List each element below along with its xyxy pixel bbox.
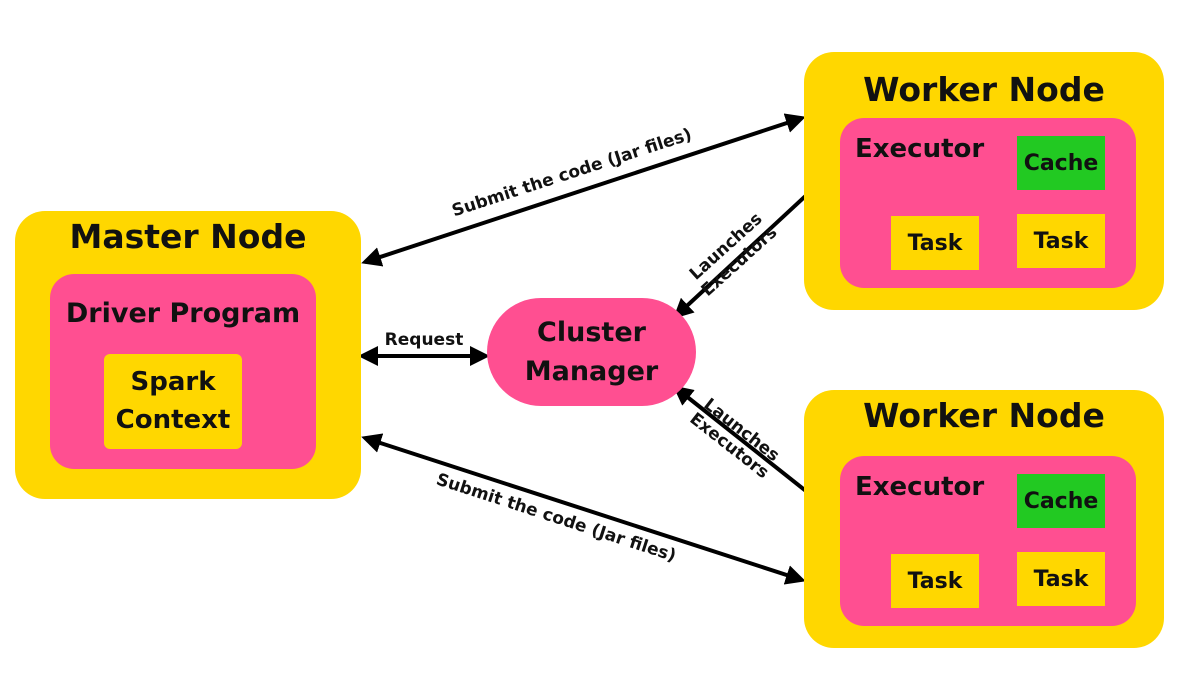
submit-bottom-arrow	[361, 433, 806, 585]
task-label: Task	[907, 568, 963, 594]
spark-context-line2: Context	[115, 404, 231, 435]
request-text: Request	[384, 330, 464, 350]
submit-top-arrow	[361, 113, 806, 267]
cluster-manager: Cluster Manager	[487, 298, 696, 406]
cluster-manager-line2: Manager	[524, 356, 659, 387]
task-label: Task	[1033, 228, 1089, 254]
cluster-manager-line1: Cluster	[537, 316, 646, 348]
task-box: Task	[1017, 552, 1105, 606]
executor-label: Executor	[855, 134, 985, 164]
spark-context-line1: Spark	[130, 366, 216, 397]
spark-context: Spark Context	[104, 354, 242, 449]
executor-label: Executor	[855, 472, 985, 502]
task-box: Task	[891, 216, 979, 270]
task-label: Task	[907, 230, 963, 256]
master-node: Master Node Driver Program Spark Context	[15, 211, 361, 499]
worker-node-bottom: Worker Node Executor Cache Task Task	[804, 390, 1164, 648]
worker-node-top: Worker Node Executor Cache Task Task	[804, 52, 1164, 310]
worker-node-title: Worker Node	[863, 396, 1105, 435]
cache-label: Cache	[1023, 150, 1099, 176]
task-box: Task	[891, 554, 979, 608]
driver-program-label: Driver Program	[65, 298, 301, 329]
request-label: Request	[374, 330, 474, 350]
cache-box: Cache	[1017, 136, 1105, 190]
cache-box: Cache	[1017, 474, 1105, 528]
cache-label: Cache	[1023, 488, 1099, 514]
executor: Executor Cache Task Task	[840, 118, 1136, 288]
master-node-title: Master Node	[69, 217, 307, 256]
task-label: Task	[1033, 566, 1089, 592]
driver-program: Driver Program Spark Context	[50, 274, 316, 469]
worker-node-title: Worker Node	[863, 70, 1105, 109]
executor: Executor Cache Task Task	[840, 456, 1136, 626]
task-box: Task	[1017, 214, 1105, 268]
